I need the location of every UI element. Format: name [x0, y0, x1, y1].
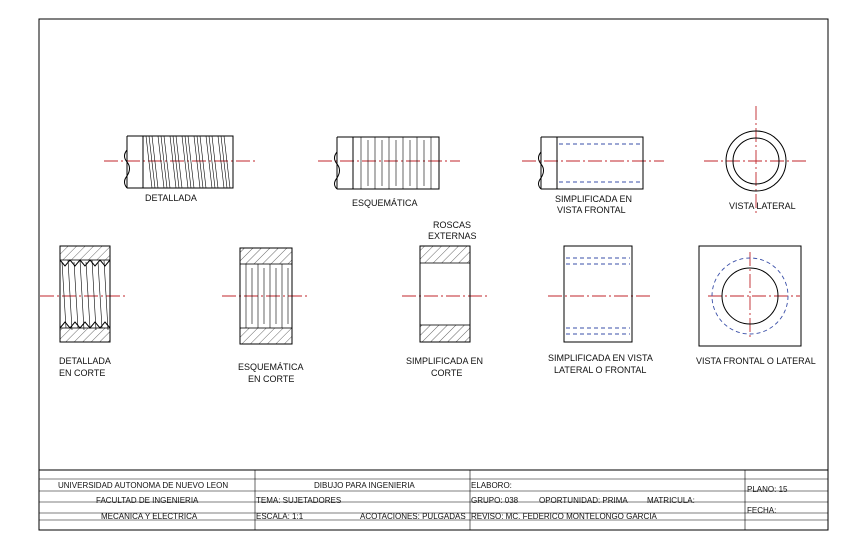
- label-vista-lateral: VISTA LATERAL: [729, 201, 796, 211]
- view-esquematica-corte: ESQUEMÁTICA EN CORTE: [222, 247, 310, 384]
- label-esquematica-corte-1: ESQUEMÁTICA: [238, 362, 304, 372]
- tb-reviewed-by: REVISO: MC. FEDERICO MONTELONGO GARCIA: [471, 512, 657, 521]
- tb-university: UNIVERSIDAD AUTONOMA DE NUEVO LEON: [58, 481, 228, 490]
- sheet-border: [38, 18, 829, 531]
- label-detallada-corte-2: EN CORTE: [59, 368, 105, 378]
- label-roscas-1: ROSCAS: [433, 220, 471, 230]
- tb-topic: TEMA: SUJETADORES: [256, 496, 341, 505]
- title-block: UNIVERSIDAD AUTONOMA DE NUEVO LEON FACUL…: [38, 469, 829, 531]
- tb-course: DIBUJO PARA INGENIERIA: [314, 481, 415, 490]
- tb-date: FECHA:: [747, 506, 776, 515]
- view-simplificada-frontal: SIMPLIFICADA EN VISTA FRONTAL: [522, 136, 664, 215]
- label-simplificada-lateral-1: SIMPLIFICADA EN VISTA: [548, 353, 653, 363]
- label-simplificada-lateral-2: LATERAL O FRONTAL: [554, 365, 646, 375]
- label-simplificada-corte-1: SIMPLIFICADA EN: [406, 356, 483, 366]
- thread-crests: [145, 135, 231, 189]
- view-detallada: DETALLADA: [104, 135, 256, 203]
- tb-group: GRUPO: 038: [471, 496, 519, 505]
- label-simplificada-corte-2: CORTE: [431, 368, 462, 378]
- label-detallada: DETALLADA: [145, 193, 197, 203]
- view-vista-frontal-lateral: VISTA FRONTAL O LATERAL: [696, 245, 816, 366]
- view-simplificada-corte: ROSCAS EXTERNAS SIMPLIFICADA EN CORTE: [402, 220, 490, 378]
- label-simplificada-frontal-1: SIMPLIFICADA EN: [555, 194, 632, 204]
- label-roscas-2: EXTERNAS: [428, 231, 477, 241]
- tb-opportunity: OPORTUNIDAD: PRIMA: [539, 496, 628, 505]
- view-esquematica: ESQUEMÁTICA: [318, 136, 460, 208]
- tb-student-id: MATRICULA:: [647, 496, 695, 505]
- tb-department: MECANICA Y ELECTRICA: [101, 512, 198, 521]
- tb-made-by: ELABORO:: [471, 481, 512, 490]
- tb-sheet: PLANO: 15: [747, 485, 788, 494]
- label-vista-frontal-lateral: VISTA FRONTAL O LATERAL: [696, 356, 816, 366]
- tb-faculty: FACULTAD DE INGENIERIA: [96, 496, 199, 505]
- tb-dimensions: ACOTACIONES: PULGADAS: [360, 512, 466, 521]
- label-esquematica: ESQUEMÁTICA: [352, 198, 418, 208]
- view-simplificada-lateral: SIMPLIFICADA EN VISTA LATERAL O FRONTAL: [548, 245, 653, 375]
- label-simplificada-frontal-2: VISTA FRONTAL: [557, 205, 626, 215]
- label-detallada-corte-1: DETALLADA: [59, 356, 111, 366]
- view-vista-lateral: VISTA LATERAL: [704, 106, 808, 214]
- schematic-lines: [360, 137, 432, 189]
- tb-scale: ESCALA: 1:1: [256, 512, 304, 521]
- view-detallada-corte: DETALLADA EN CORTE: [40, 245, 128, 378]
- label-esquematica-corte-2: EN CORTE: [248, 374, 294, 384]
